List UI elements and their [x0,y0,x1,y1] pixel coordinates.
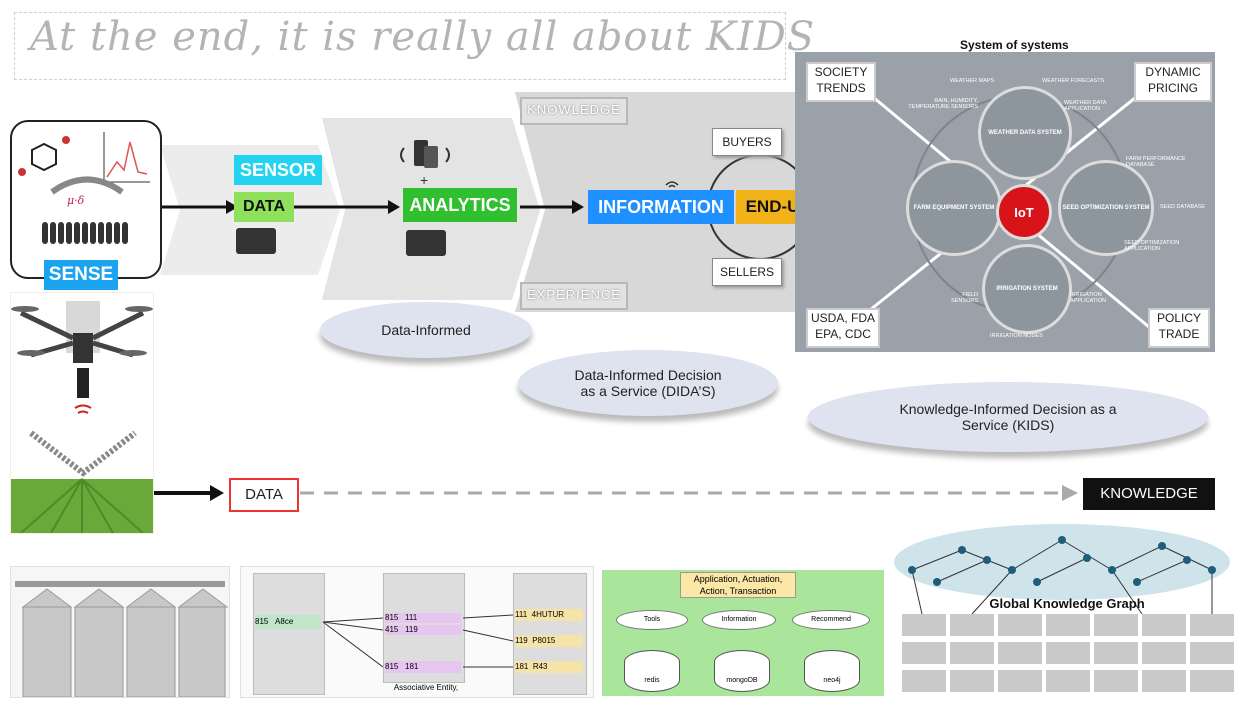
devices-icon [390,138,460,172]
svg-text:μ·δ: μ·δ [67,194,85,207]
mid-row-1: 815 111 [385,613,461,623]
rain-note: RAIN, HUMIDITY, TEMPERATURE SENSORS [908,98,978,110]
field-sensors-note: FIELD SENSORS [951,292,978,304]
assoc-entity-label: Associative Entity, [393,683,459,692]
right-row-2: 119 P8015 [515,635,583,647]
farm-equipment-system: FARM EQUIPMENT SYSTEM [906,160,1002,256]
sos-title: System of systems [960,38,1069,52]
mid-row-2: 415 119 [385,625,461,635]
analytics-label: ANALYTICS [403,188,517,222]
graph-title: Global Knowledge Graph [989,596,1145,611]
data-label: DATA [234,192,294,222]
recommend-oval: Recommend [792,610,870,630]
iot-hub: IoT [996,184,1052,240]
right-row-3: 181 R43 [515,661,583,673]
sensor-label: SENSOR [234,155,322,185]
dashboard-icon [236,228,276,254]
drone-icon [11,301,153,534]
plus-sign: + [420,172,429,188]
weather-maps-note: WEATHER MAPS [950,78,995,84]
seed-optimization-system: SEED OPTIMIZATION SYSTEM [1058,160,1154,256]
mid-row-3: 815 181 [385,661,461,673]
title-frame [14,12,786,80]
sellers-card: SELLERS [712,258,782,286]
knowledge-graph-diagram [894,524,1234,692]
buyers-card: BUYERS [712,128,782,156]
knowledge-graph-panel: Global Knowledge Graph [892,520,1238,696]
app-header: Application, Actuation,Action, Transacti… [680,572,796,598]
application-panel: Application, Actuation,Action, Transacti… [602,570,884,696]
sense-panel: μ·δ [10,120,162,279]
wifi-icon [664,176,680,188]
entity-mapping-panel: 815 A8ce 815 111 415 119 815 181 Associa… [240,566,594,698]
farm-perf-note: FARM PERFORMANCE DATABASE [1126,156,1186,168]
flow-knowledge-box: KNOWLEDGE [1083,478,1215,510]
molecule-chart-icon: μ·δ [18,132,150,244]
weather-forecasts-note: WEATHER FORECASTS [1042,78,1105,84]
neo4j-db: neo4j [804,650,860,692]
flow-data-box: DATA [229,478,299,512]
analytics-dashboard-icon [406,230,446,256]
irrigation-system: IRRIGATION SYSTEM [982,244,1072,334]
information-label: INFORMATION [588,190,734,224]
page-title: At the end, it is really all about KIDS [30,14,816,60]
mapping-arrows [322,614,514,668]
experience-tab: EXPERIENCE [520,282,628,310]
weather-system: WEATHER DATA SYSTEM [978,86,1072,180]
knowledge-tab: KNOWLEDGE [520,97,628,125]
silo-icon [15,581,229,698]
left-row: 815 A8ce [255,615,321,629]
redis-db: redis [624,650,680,692]
right-row-1: 111 4HUTUR [515,609,583,621]
seed-db-note: SEED DATABASE [1160,204,1206,210]
tools-oval: Tools [616,610,688,630]
mongodb-db: mongoDB [714,650,770,692]
weather-app-note: WEATHER DATA APPLICATION [1064,100,1107,112]
right-table [513,573,587,695]
sense-label: SENSE [44,260,118,290]
data-informed-ellipse: Data-Informed [320,302,532,358]
drone-image [10,292,154,534]
seed-app-note: SEED OPTIMIZATION APPLICATION [1124,240,1180,252]
irrigation-nodes-note: IRRIGATION NODES [990,333,1043,339]
silos-image [10,566,230,698]
left-table [253,573,325,695]
irrigation-app-note: IRRIGATION APPLICATION [1070,292,1106,304]
information-oval: Information [702,610,776,630]
